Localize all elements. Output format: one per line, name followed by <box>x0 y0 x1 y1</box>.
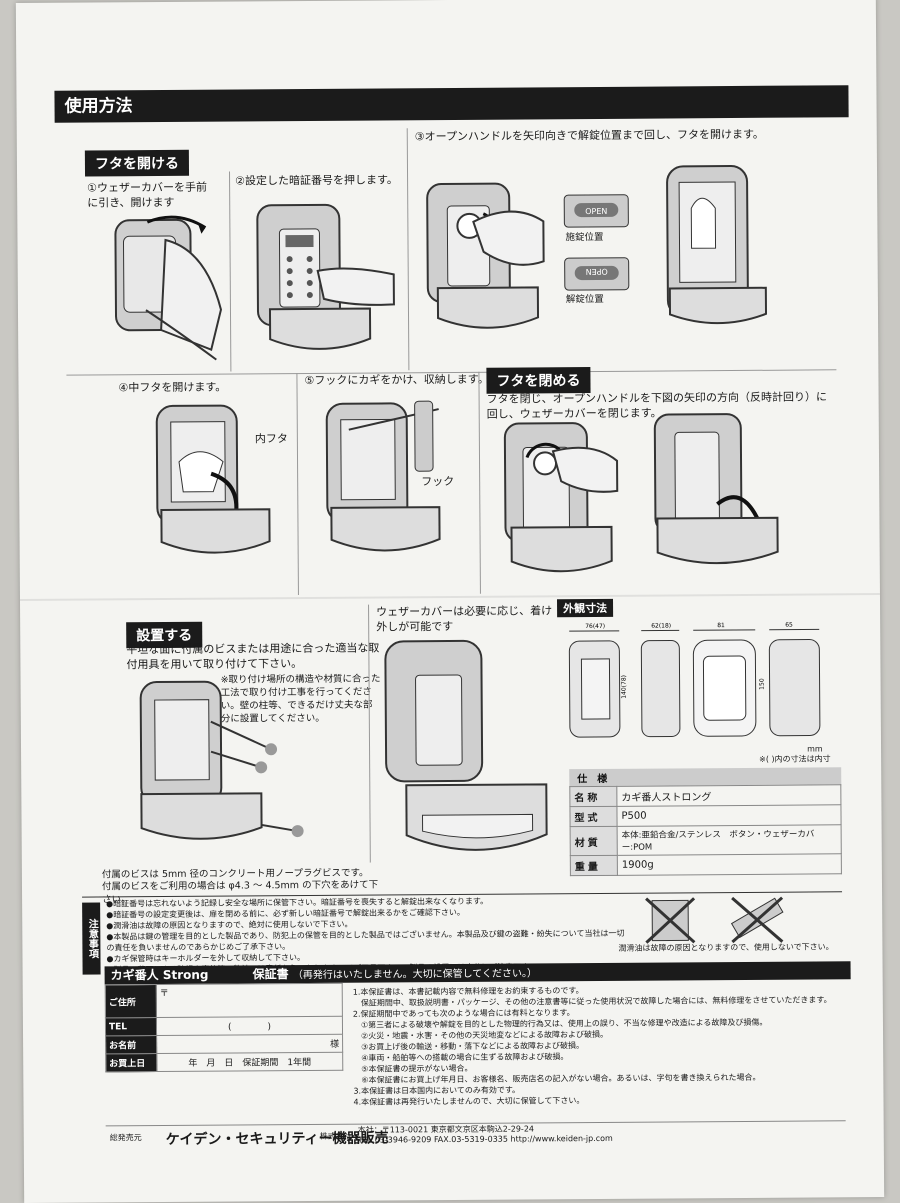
address-field[interactable]: 〒 <box>156 983 342 1017</box>
spec-title: 仕 様 <box>569 767 841 786</box>
warranty-title-bar: カギ番人 Strong 保証書 （再発行はいたしません。大切に保管してください。… <box>105 961 851 984</box>
name-field[interactable]: 様 <box>157 1034 343 1053</box>
dim-width-1: 76(47) <box>585 623 605 630</box>
weather-cover-illustration <box>375 634 557 885</box>
spec-key: 重量 <box>570 855 617 875</box>
step4-text: ④中フタを開けます。 <box>118 380 226 396</box>
no-oil-text: 潤滑油は故障の原因となりますので、使用しないで下さい。 <box>618 941 843 954</box>
spec-key: 型式 <box>570 806 617 826</box>
open-tag-unlock: OPEN <box>586 267 608 276</box>
step1-illustration <box>105 209 241 370</box>
form-label: TEL <box>105 1018 156 1036</box>
page-title: 使用方法 <box>54 85 848 123</box>
footer: 総発売元 ケイデン・セキュリティー機器販売 株式会社 本社：〒113-0021 … <box>106 1120 846 1150</box>
footer-company-suffix: 株式会社 <box>320 1131 352 1142</box>
fold-line <box>20 593 880 601</box>
spec-key: 材質 <box>570 826 617 855</box>
warranty-subtitle: （再発行はいたしません。大切に保管してください。） <box>293 968 537 981</box>
spec-value: 1900g <box>617 854 841 876</box>
step2-illustration <box>249 198 400 364</box>
spec-value: カギ番人ストロング <box>617 785 841 807</box>
dimensions-badge: 外観寸法 <box>557 599 613 617</box>
footer-label: 総発売元 <box>110 1132 142 1143</box>
step1-text: ①ウェザーカバーを手前に引き、開けます <box>87 180 212 211</box>
lock-position-label: 施錠位置 <box>565 231 603 244</box>
step2-text: ②設定した暗証番号を押します。 <box>235 172 405 188</box>
table-row: 材質本体:亜鉛合金/ステンレス ボタン・ウェザーカバー:POM <box>570 825 841 856</box>
footer-company: ケイデン・セキュリティー機器販売 <box>166 1127 389 1149</box>
table-row: 名称カギ番人ストロング <box>570 785 841 807</box>
dim-width-2: 81 <box>717 622 725 629</box>
caution-label: 注意事項 <box>82 902 101 974</box>
no-oil-illustration <box>642 894 792 945</box>
form-label: ご住所 <box>105 985 156 1018</box>
purchase-date-field[interactable]: 年 月 日 保証期間 1年間 <box>157 1052 343 1071</box>
term-line: 4.本保証書は再発行いたしませんので、大切に保管して下さい。 <box>353 1093 843 1107</box>
dim-height-1: 140(78) <box>621 675 628 699</box>
divider <box>407 128 410 370</box>
spec-value: P500 <box>617 805 841 827</box>
close-step1-illustration <box>497 417 628 583</box>
table-row: お買上日年 月 日 保証期間 1年間 <box>106 1052 343 1072</box>
dimensions-diagram: 76(47) 62(18) 81 65 140(78) 150 <box>565 617 836 749</box>
table-row: TEL( ) <box>105 1016 342 1036</box>
opened-box-illustration <box>657 158 778 344</box>
install-text: 平坦な面に付属のビスまたは用途に合った適当な取付用具を用いて取り付けて下さい。 <box>126 640 382 672</box>
form-label: お名前 <box>106 1036 157 1054</box>
inner-lid-label: 内フタ <box>255 431 288 446</box>
dim-depth-2: 65 <box>785 622 793 629</box>
step4-illustration <box>149 401 290 582</box>
spec-key: 名称 <box>570 786 617 806</box>
dim-depth-1: 62(18) <box>651 622 671 629</box>
divider <box>478 372 481 594</box>
footer-contact: TEL.03-3946-9209 FAX.03-5319-0335 http:/… <box>358 1134 613 1145</box>
dim-note: ※( )内の寸法は内寸 <box>759 753 831 764</box>
step3-illustration <box>417 169 548 340</box>
close-lid-badge: フタを閉める <box>486 367 590 394</box>
open-lid-badge: フタを開ける <box>85 150 189 177</box>
hook-label: フック <box>421 474 454 489</box>
table-row: ご住所〒 <box>105 983 342 1018</box>
form-label: お買上日 <box>106 1054 157 1072</box>
step5-text: ⑤フックにカギをかけ、収納します。 <box>304 372 488 388</box>
warranty-product: カギ番人 Strong <box>111 968 209 983</box>
tel-field[interactable]: ( ) <box>156 1016 342 1035</box>
open-tag-lock: OPEN <box>585 207 607 216</box>
unlock-position-label: 解錠位置 <box>566 293 604 306</box>
table-row: お名前様 <box>106 1034 343 1054</box>
cover-text: ウェザーカバーは必要に応じ、着け外しが可能です <box>376 603 554 634</box>
spec-value: 本体:亜鉛合金/ステンレス ボタン・ウェザーカバー:POM <box>617 825 841 856</box>
step3-text: ③オープンハンドルを矢印向きで解錠位置まで回し、フタを開けます。 <box>415 126 835 144</box>
close-step2-illustration <box>647 408 788 584</box>
install-illustration <box>110 671 311 862</box>
warranty-terms: 1.本保証書は、本書記載内容で無料修理をお約束するものです。 保証期間中、取扱説… <box>353 983 844 1107</box>
dim-height-2: 150 <box>759 678 766 690</box>
warranty-title: 保証書 <box>253 967 289 981</box>
divider <box>296 373 299 595</box>
instruction-sheet: 使用方法 フタを開ける ①ウェザーカバーを手前に引き、開けます ②設定した暗証番… <box>16 0 884 1203</box>
warranty-form: ご住所〒 TEL( ) お名前様 お買上日年 月 日 保証期間 1年間 <box>105 983 344 1073</box>
